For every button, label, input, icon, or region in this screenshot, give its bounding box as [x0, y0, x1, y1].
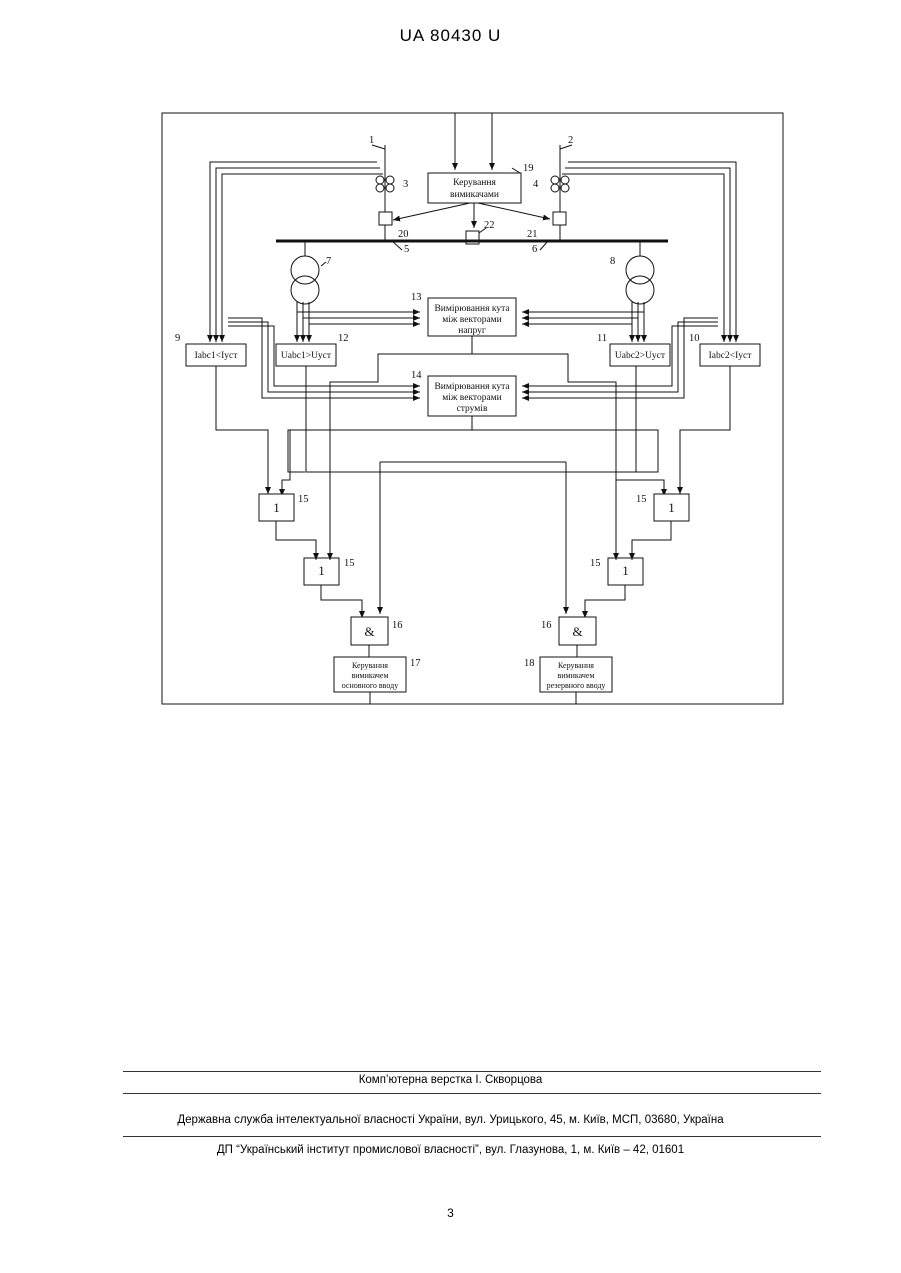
- block-18-line3: резервного вводу: [547, 681, 606, 690]
- footer-rule-2: [123, 1093, 821, 1094]
- block-13-line3: напруг: [458, 326, 486, 336]
- block-14-line3: струмів: [457, 404, 488, 414]
- block-13-line1: Вимірювання кута: [434, 304, 510, 314]
- label-22: 22: [484, 220, 495, 231]
- block-18-line1: Керування: [558, 661, 594, 670]
- label-16-a: 16: [392, 620, 403, 631]
- and-left-text: &: [364, 624, 374, 639]
- footer-institute: ДП “Український інститут промислової вла…: [0, 1144, 901, 1156]
- label-8: 8: [610, 256, 615, 267]
- footer-agency: Державна служба інтелектуальної власност…: [0, 1114, 901, 1126]
- block-17-line3: основного вводу: [342, 681, 399, 690]
- label-21: 21: [527, 229, 538, 240]
- block-9-text: Iabc1<Iуст: [195, 351, 239, 361]
- block-12-text: Uabc1>Uуст: [281, 351, 332, 361]
- label-16-b: 16: [541, 620, 552, 631]
- label-12: 12: [338, 333, 349, 344]
- footer-rule-3: [123, 1136, 821, 1137]
- label-20: 20: [398, 229, 409, 240]
- label-18: 18: [524, 658, 535, 669]
- block-14-line1: Вимірювання кута: [434, 382, 510, 392]
- block-19-line2: вимикачами: [450, 190, 499, 200]
- breaker-20: [379, 212, 392, 225]
- footer-typesetter: Комп’ютерна верстка І. Скворцова: [0, 1074, 901, 1086]
- label-5: 5: [404, 244, 409, 255]
- label-1: 1: [369, 135, 374, 146]
- or-upper-left-text: 1: [273, 500, 280, 515]
- page-number: 3: [0, 1206, 901, 1220]
- label-15-b: 15: [636, 494, 647, 505]
- label-15-c: 15: [344, 558, 355, 569]
- label-15-d: 15: [590, 558, 601, 569]
- label-2: 2: [568, 135, 573, 146]
- label-15-a: 15: [298, 494, 309, 505]
- label-9: 9: [175, 333, 180, 344]
- label-7: 7: [326, 256, 331, 267]
- label-4: 4: [533, 179, 539, 190]
- label-3: 3: [403, 179, 408, 190]
- label-14: 14: [411, 370, 422, 381]
- or-upper-right-text: 1: [668, 500, 675, 515]
- block-14-line2: між векторами: [442, 393, 502, 403]
- block-17-line1: Керування: [352, 661, 388, 670]
- label-17: 17: [410, 658, 421, 669]
- block-13-line2: між векторами: [442, 315, 502, 325]
- label-13: 13: [411, 292, 422, 303]
- label-11: 11: [597, 333, 607, 344]
- or-lower-left-text: 1: [318, 563, 325, 578]
- breaker-21: [553, 212, 566, 225]
- block-10-text: Iabc2<Iуст: [709, 351, 753, 361]
- label-19: 19: [523, 163, 534, 174]
- label-6: 6: [532, 244, 537, 255]
- and-right-text: &: [572, 624, 582, 639]
- block-17-line2: вимикачем: [351, 671, 388, 680]
- or-lower-right-text: 1: [622, 563, 629, 578]
- block-11-text: Uabc2>Uуст: [615, 351, 666, 361]
- block-18-line2: вимикачем: [557, 671, 594, 680]
- block-19-line1: Керування: [453, 178, 496, 188]
- footer-rule-1: [123, 1071, 821, 1072]
- label-10: 10: [689, 333, 700, 344]
